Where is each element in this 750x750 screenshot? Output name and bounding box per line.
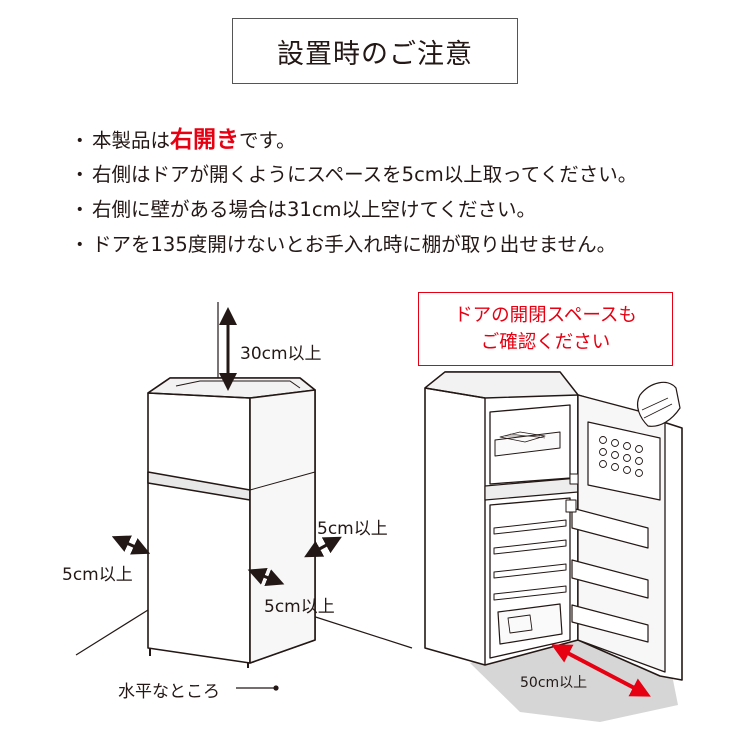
hand-illustration: [636, 381, 681, 427]
fridge-closed: [147, 377, 316, 668]
closed-fridge-diagram: [75, 302, 413, 691]
left-clearance-arrow: [111, 535, 151, 555]
page-title: 設置時のご注意: [232, 18, 518, 84]
note-door-angle: ・ドアを135度開けないとお手入れ時に棚が取り出せません。: [70, 228, 720, 263]
note-text: 本製品は: [92, 129, 171, 152]
floor-line-left: [75, 609, 149, 656]
door-clearance-label: 50cm以上: [520, 675, 588, 691]
left-clearance-label: 5cm以上: [62, 565, 133, 585]
bullet: ・: [70, 129, 90, 152]
bullet: ・: [70, 198, 90, 221]
right-bottom-clearance-label: 5cm以上: [264, 597, 335, 617]
door-space-callout: ドアの開閉スペースも ご確認ください: [418, 292, 673, 366]
bullet: ・: [70, 163, 90, 186]
level-floor-label: 水平なところ: [118, 682, 220, 702]
note-door-direction: ・本製品は右開きです。: [70, 123, 720, 158]
note-right-space: ・右側はドアが開くようにスペースを5cm以上取ってください。: [70, 158, 720, 193]
right-opening-highlight: 右開き: [170, 127, 240, 153]
door-clearance-arrow: [551, 644, 651, 697]
callout-line-2: ご確認ください: [480, 332, 611, 353]
floor-line-right: [299, 611, 413, 649]
right-bottom-clearance-arrow: [247, 567, 285, 587]
note-text: ドアを135度開けないとお手入れ時に棚が取り出せません。: [92, 233, 617, 256]
level-pointer-dot: [273, 685, 279, 691]
right-side-clearance-label: 5cm以上: [317, 519, 388, 539]
open-fridge-diagram: [424, 371, 683, 722]
caution-list: ・本製品は右開きです。 ・右側はドアが開くようにスペースを5cm以上取ってくださ…: [70, 123, 720, 263]
right-side-clearance-arrow: [304, 536, 342, 558]
callout-line-1: ドアの開閉スペースも: [454, 305, 637, 326]
note-text: 右側はドアが開くようにスペースを5cm以上取ってください。: [92, 163, 638, 186]
note-text: 右側に壁がある場合は31cm以上空けてください。: [92, 198, 536, 221]
bullet: ・: [70, 233, 90, 256]
note-wall-space: ・右側に壁がある場合は31cm以上空けてください。: [70, 193, 720, 228]
note-text: です。: [239, 129, 296, 152]
top-clearance-label: 30cm以上: [240, 344, 322, 364]
